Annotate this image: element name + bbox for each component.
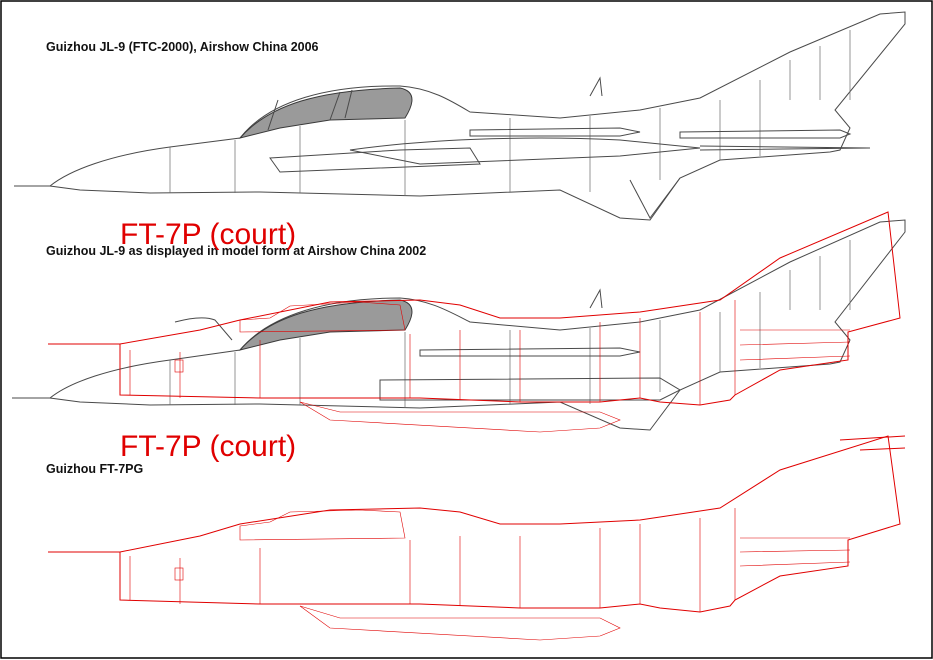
jl9-2006-profile [14,11,906,221]
ft7pg-profile [48,435,906,641]
overlay-label-lower: FT-7P (court) [120,430,297,463]
ft7p-overlay-upper [48,211,901,433]
caption-ft7pg: Guizhou FT-7PG [46,462,144,476]
overlay-label-upper: FT-7P (court) [120,218,297,251]
caption-jl9-2002-model: Guizhou JL-9 as displayed in model form … [46,244,427,258]
caption-jl9-2006: Guizhou JL-9 (FTC-2000), Airshow China 2… [46,40,319,54]
jl9-2002-model-profile [12,219,906,431]
